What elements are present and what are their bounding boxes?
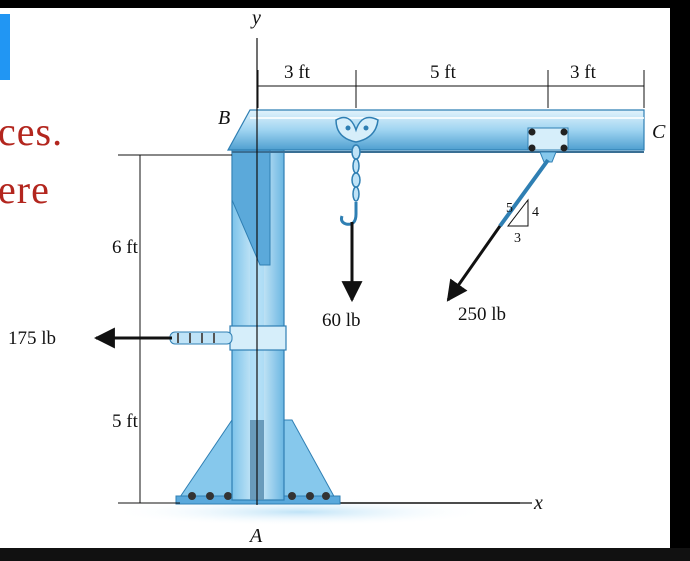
trolley-plate (527, 127, 569, 151)
bolt-icon (206, 492, 214, 500)
right-black-bar (670, 0, 690, 561)
blue-accent-block (0, 14, 10, 80)
dim-label-lower: 5 ft (112, 411, 139, 432)
bolt-icon (363, 125, 369, 131)
bolt-icon (560, 144, 568, 152)
load-label-hook: 60 lb (322, 310, 361, 331)
x-axis-label: x (533, 492, 543, 514)
hook-icon (340, 202, 358, 226)
load-label-cable: 250 lb (458, 304, 506, 325)
slope-label-horiz: 3 (514, 231, 521, 246)
point-c-label: C (652, 121, 666, 143)
bolt-icon (345, 125, 351, 131)
bolt-icon (288, 492, 296, 500)
chain-links (351, 144, 361, 202)
y-axis-label: y (250, 7, 261, 29)
bolt-icon (322, 492, 330, 500)
right-gusset (281, 419, 337, 501)
bolt-icon (306, 492, 314, 500)
bolt-icon (560, 128, 568, 136)
side-text-line-2: ere (0, 167, 50, 212)
force-arrow-250 (446, 225, 502, 302)
bolt-icon (224, 492, 232, 500)
top-black-bar (0, 0, 690, 8)
dim-label-upper: 6 ft (112, 237, 139, 258)
horizontal-beam (226, 109, 645, 151)
bolt-icon (528, 144, 536, 152)
side-text-line-1: ces. (0, 109, 64, 154)
slope-label-vert: 4 (532, 205, 539, 220)
ground-shadow (110, 498, 490, 526)
bottom-black-bar (0, 548, 690, 561)
slope-triangle (506, 198, 529, 227)
dim-label-seg2: 5 ft (430, 62, 457, 83)
bolt-icon (188, 492, 196, 500)
cable (498, 158, 550, 228)
load-label-horizontal: 175 lb (8, 328, 56, 349)
cable-eye (539, 151, 557, 163)
bolt-icon (528, 128, 536, 136)
dim-label-seg1: 3 ft (284, 62, 311, 83)
hook-clamp (335, 116, 379, 143)
left-gusset (177, 419, 241, 501)
column-clamp (229, 325, 287, 351)
point-a-label: A (248, 525, 263, 547)
dim-label-seg3: 3 ft (570, 62, 597, 83)
slope-label-hyp: 5 (506, 201, 513, 216)
point-b-label: B (218, 107, 230, 129)
